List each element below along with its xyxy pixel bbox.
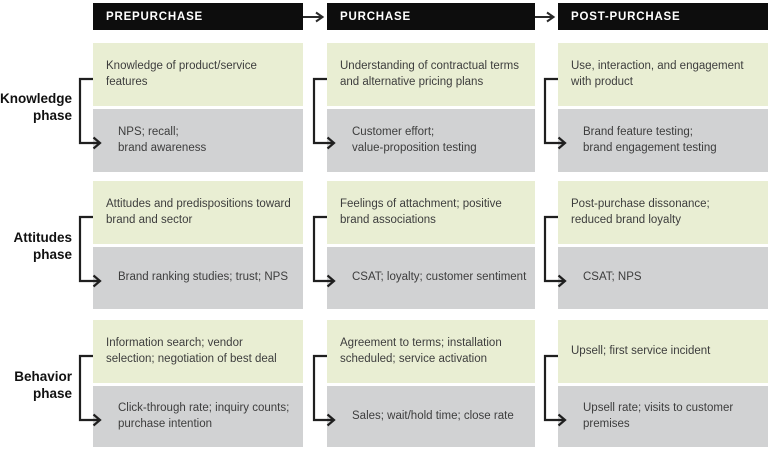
phase-bracket-icon: [543, 77, 567, 150]
phase-bracket-icon: [312, 77, 336, 150]
phase-bracket-icon: [312, 354, 336, 427]
measurement-box: CSAT; NPS: [558, 247, 768, 309]
stimulus-box: Post-purchase dissonance; reduced brand …: [558, 181, 768, 244]
measurement-box: Click-through rate; inquiry counts; purc…: [93, 386, 303, 447]
phase-label-attitudes: Attitudes phase: [13, 230, 73, 262]
phase-bracket-icon: [543, 354, 567, 427]
flow-arrow-icon: [303, 11, 325, 23]
measurement-box: Upsell rate; visits to customer premises: [558, 386, 768, 447]
stimulus-box: Attitudes and predispositions toward bra…: [93, 181, 303, 244]
phase-bracket-icon: [78, 354, 102, 427]
phase-bracket-icon: [78, 215, 102, 288]
phase-label-behavior: Behavior phase: [14, 369, 72, 401]
measurement-box: Customer effort; value-proposition testi…: [327, 109, 535, 172]
stimulus-box: Upsell; first service incident: [558, 320, 768, 383]
stimulus-box: Information search; vendor selection; ne…: [93, 320, 303, 383]
phase-bracket-icon: [312, 215, 336, 288]
column-header-prepurchase: PREPURCHASE: [93, 3, 303, 30]
phase-bracket-icon: [543, 215, 567, 288]
stimulus-box: Agreement to terms; installation schedul…: [327, 320, 535, 383]
measurement-box: NPS; recall; brand awareness: [93, 109, 303, 172]
phase-bracket-icon: [78, 77, 102, 150]
flow-arrow-icon: [535, 11, 556, 23]
measurement-box: Sales; wait/hold time; close rate: [327, 386, 535, 447]
measurement-box: Brand feature testing; brand engagement …: [558, 109, 768, 172]
phase-label-knowledge: Knowledge phase: [0, 91, 73, 123]
measurement-box: CSAT; loyalty; customer sentiment: [327, 247, 535, 309]
stimulus-box: Knowledge of product/service features: [93, 43, 303, 106]
stimulus-box: Use, interaction, and engagement with pr…: [558, 43, 768, 106]
measurement-box: Brand ranking studies; trust; NPS: [93, 247, 303, 309]
column-header-purchase: PURCHASE: [327, 3, 535, 30]
column-header-post-purchase: POST-PURCHASE: [558, 3, 768, 30]
stimulus-box: Feelings of attachment; positive brand a…: [327, 181, 535, 244]
stimulus-box: Understanding of contractual terms and a…: [327, 43, 535, 106]
